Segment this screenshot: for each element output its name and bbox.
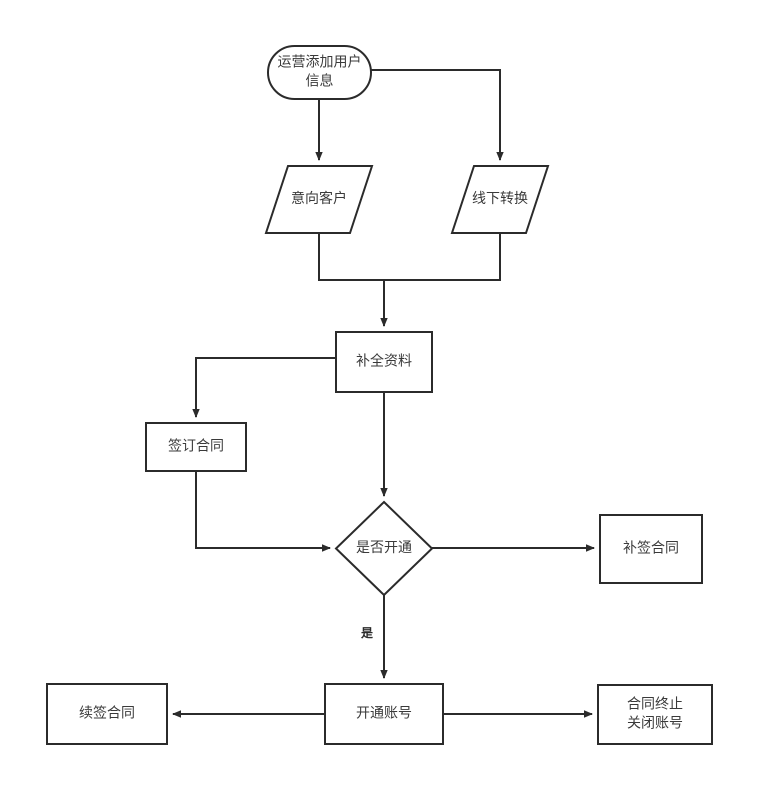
node-rect xyxy=(597,684,713,745)
edge-label: 是 xyxy=(360,626,374,640)
node-rect xyxy=(324,683,444,745)
edges-layer: 是 xyxy=(172,69,595,718)
edge-start-to-offline xyxy=(371,69,504,161)
node-label: 信息 xyxy=(306,73,334,89)
edge-path xyxy=(384,233,501,281)
node-rounded-rect xyxy=(267,45,372,100)
node-label: 是否开通 xyxy=(356,539,412,555)
node-complete-materials[interactable]: 补全资料 xyxy=(335,331,433,393)
edge-sign-to-decision xyxy=(195,471,331,552)
edge-complete-to-sign xyxy=(192,357,336,418)
node-intent-customer[interactable]: 意向客户 xyxy=(264,165,374,234)
edge-offline-to-merge xyxy=(384,233,501,281)
node-label: 签订合同 xyxy=(168,438,224,454)
node-rect xyxy=(145,422,247,472)
node-label: 运营添加用户 xyxy=(278,54,362,70)
edge-path xyxy=(318,233,384,281)
node-parallelogram xyxy=(264,165,374,234)
node-label: 合同终止 xyxy=(627,696,683,712)
node-label: 补签合同 xyxy=(623,540,679,556)
edge-path xyxy=(192,357,336,418)
node-label: 线下转换 xyxy=(472,190,528,206)
node-label: 补全资料 xyxy=(356,353,412,369)
node-sign-contract[interactable]: 签订合同 xyxy=(145,422,247,472)
node-label: 开通账号 xyxy=(356,705,412,721)
edge-intent-to-merge xyxy=(318,233,384,281)
edge-path xyxy=(195,471,331,552)
edge-path xyxy=(371,69,504,161)
node-rect xyxy=(335,331,433,393)
node-parallelogram xyxy=(450,165,550,234)
node-label: 意向客户 xyxy=(291,190,347,206)
node-label: 续签合同 xyxy=(79,705,135,721)
node-rect xyxy=(46,683,168,745)
node-rect xyxy=(599,514,703,584)
node-label: 关闭账号 xyxy=(627,715,683,731)
node-supplement-contract[interactable]: 补签合同 xyxy=(599,514,703,584)
node-offline-convert[interactable]: 线下转换 xyxy=(450,165,550,234)
edge-decision-to-open: 是 xyxy=(360,595,388,679)
node-open-account[interactable]: 开通账号 xyxy=(324,683,444,745)
node-diamond xyxy=(334,500,434,597)
node-is-activated[interactable]: 是否开通 xyxy=(334,500,434,597)
node-renew-contract[interactable]: 续签合同 xyxy=(46,683,168,745)
